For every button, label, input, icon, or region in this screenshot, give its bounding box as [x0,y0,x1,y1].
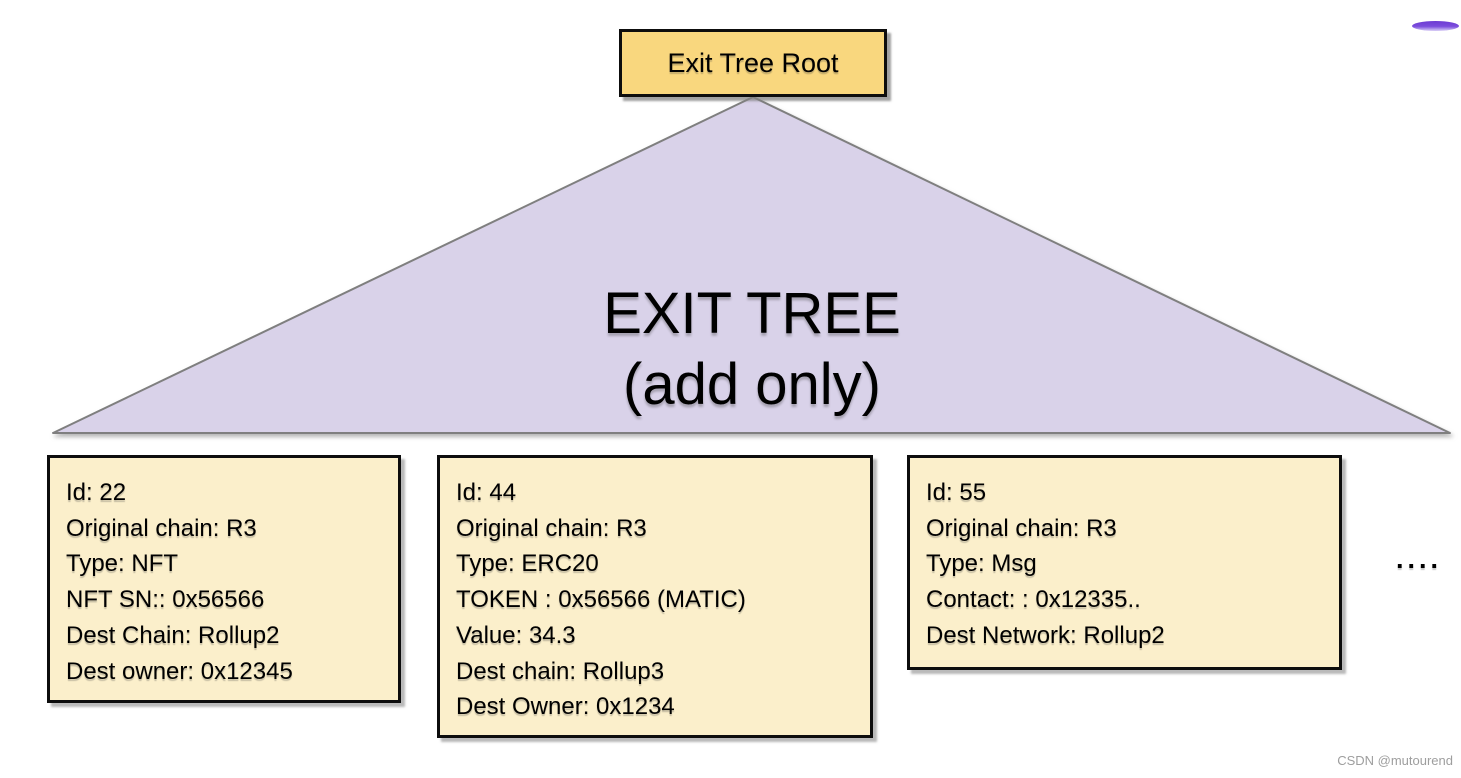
leaf-line: Original chain: R3 [926,514,1117,542]
leaf-line: Id: 44 [456,479,517,506]
leaf-node-id-22: Id: 22 Original chain: R3 Type: NFT NFT … [47,455,401,703]
more-leaves-ellipsis: .... [1396,544,1443,574]
purple-ellipse-decoration [1412,21,1459,31]
leaf-line: Id: 22 [66,479,127,506]
leaf-line: Original chain: R3 [66,514,257,542]
leaf-line: Type: Msg [926,550,1037,578]
leaf-line: Type: NFT [66,550,179,578]
leaf-line: Dest Owner: 0x1234 [456,693,675,721]
triangle-shape [52,96,1451,434]
watermark: CSDN @mutourend [1337,753,1453,768]
tree-title: EXIT TREE (add only) [352,278,1152,420]
exit-tree-root-label: Exit Tree Root [667,47,839,78]
leaf-line: Value: 34.3 [456,621,576,649]
leaf-node-id-55: Id: 55 Original chain: R3 Type: Msg Cont… [907,455,1342,670]
leaf-line: Type: ERC20 [456,550,599,578]
leaf-line: Dest chain: Rollup3 [456,657,665,685]
tree-title-line1: EXIT TREE [603,281,901,346]
tree-title-line2: (add only) [623,352,881,417]
leaf-line: Dest owner: 0x12345 [66,657,293,685]
leaf-line: Dest Network: Rollup2 [926,621,1165,649]
leaf-node-id-44: Id: 44 Original chain: R3 Type: ERC20 TO… [437,455,873,738]
exit-tree-root-node: Exit Tree Root [619,29,887,97]
leaf-line: NFT SN:: 0x56566 [66,586,265,614]
leaf-line: Id: 55 [926,479,987,506]
leaf-line: Contact: : 0x12335.. [926,586,1141,614]
leaf-line: TOKEN : 0x56566 (MATIC) [456,586,746,614]
leaf-line: Dest Chain: Rollup2 [66,621,280,649]
leaf-line: Original chain: R3 [456,514,647,542]
